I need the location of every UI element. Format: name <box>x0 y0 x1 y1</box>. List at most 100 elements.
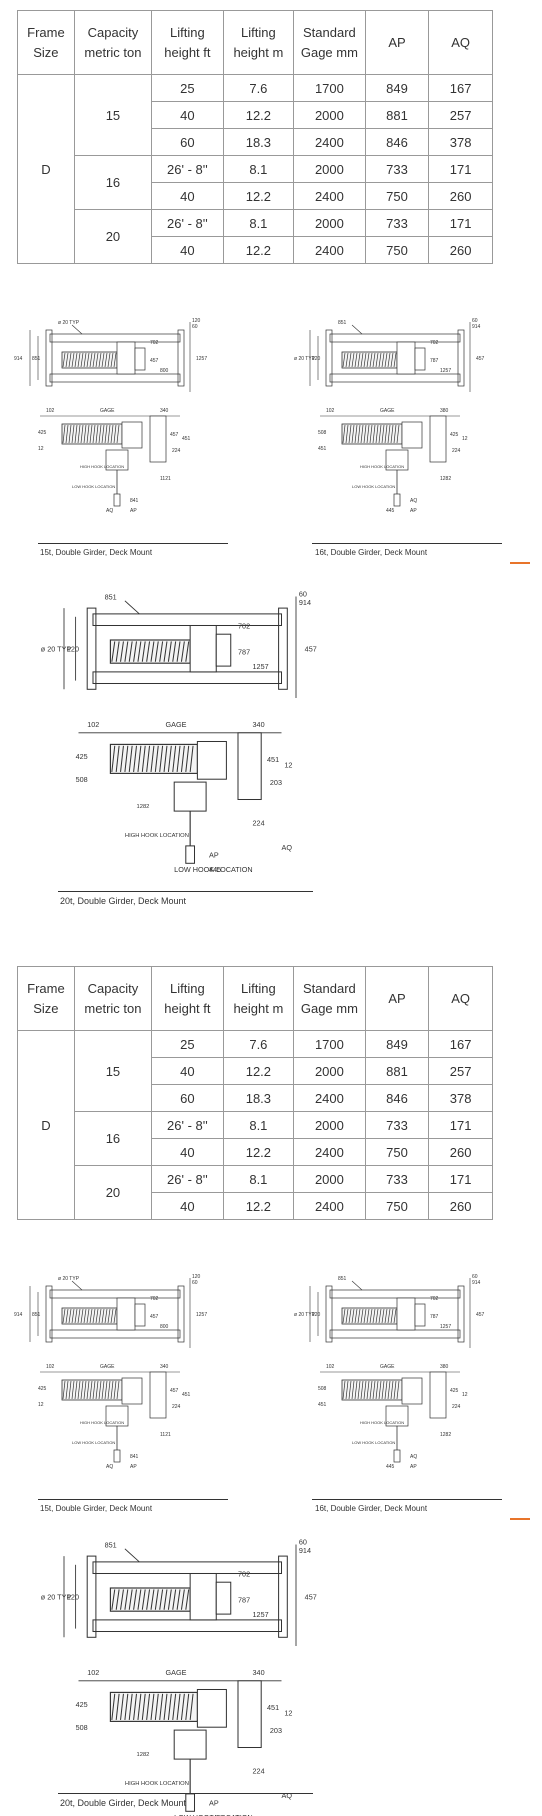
dimension-label: 451 <box>318 446 327 452</box>
dimension-label: 451 <box>267 755 279 764</box>
dimension-label: 12 <box>462 436 468 442</box>
drum-groove <box>141 1693 146 1721</box>
dimension-label: 12 <box>462 1392 468 1398</box>
cell: 260 <box>428 1138 493 1166</box>
drum-groove <box>137 745 142 773</box>
dimension-label: 203 <box>270 1726 282 1735</box>
drum-groove <box>363 352 367 368</box>
dimension-label: ø 20 TYP <box>41 645 72 654</box>
drum-groove <box>351 424 355 444</box>
dimension-label: LOW HOOK LOCATION <box>72 484 115 489</box>
drum-groove <box>390 1308 394 1324</box>
dimension-label: 451 <box>182 436 191 442</box>
capacity-cell: 16 <box>73 1111 153 1166</box>
drum-groove <box>137 1589 142 1610</box>
cell: 750 <box>364 1138 430 1166</box>
drum-groove <box>83 424 87 444</box>
cell: 2400 <box>293 1192 366 1220</box>
dimension-label: 224 <box>452 448 461 454</box>
drum-groove <box>154 641 159 662</box>
drum-groove <box>89 352 93 368</box>
motor <box>414 1303 426 1327</box>
dimension-label: 12 <box>38 1402 44 1408</box>
drum-groove <box>116 424 120 444</box>
drum-groove <box>71 1308 75 1324</box>
drum-groove <box>378 424 382 444</box>
dimension-label: 120 <box>192 318 201 324</box>
caption-15t: 15t, Double Girder, Deck Mount <box>40 548 153 557</box>
drum-groove <box>150 641 155 662</box>
drum-groove <box>141 641 146 662</box>
drum-groove <box>342 1380 346 1400</box>
header-lifting-height-ft: Lifting height ft <box>151 10 224 75</box>
cell: 849 <box>364 74 430 102</box>
drum-groove <box>375 1380 379 1400</box>
drum-groove <box>375 424 379 444</box>
end-plate-left <box>86 1555 97 1638</box>
dimension-label: LOW HOOK LOCATION <box>174 1813 252 1816</box>
hook <box>113 493 121 507</box>
drum-groove <box>345 1380 349 1400</box>
dimension-label: 425 <box>76 1700 88 1709</box>
leader-line <box>351 324 363 335</box>
table-row: 16 26' - 8'' 8.1 2000 733 171 <box>18 1111 493 1166</box>
dimension-label: 702 <box>150 340 159 346</box>
end-plate-left <box>325 329 333 387</box>
cell: 8.1 <box>222 155 295 183</box>
dimension-label: 1282 <box>440 1432 451 1438</box>
cell: 60 <box>151 1084 224 1112</box>
table-row: 60 18.3 2400 846 378 <box>18 128 493 156</box>
dimension-label: 702 <box>430 340 439 346</box>
drum-groove <box>107 1308 111 1324</box>
drum-groove <box>146 745 151 773</box>
drum-groove <box>150 1693 155 1721</box>
drum-groove <box>390 424 394 444</box>
drum-groove <box>387 1380 391 1400</box>
drum-groove <box>71 1380 75 1400</box>
drum-groove <box>71 424 75 444</box>
drum-groove <box>360 352 364 368</box>
cell: 7.6 <box>222 1030 295 1058</box>
dimension-label: 120 <box>192 1274 201 1280</box>
drum-groove <box>176 641 181 662</box>
cell: 750 <box>364 1192 430 1220</box>
dimension-label: AQ <box>410 1454 417 1460</box>
dimension-label: 841 <box>130 1454 139 1460</box>
cell: 1700 <box>293 74 366 102</box>
drum-groove <box>176 745 181 773</box>
drum-groove <box>89 424 93 444</box>
capacity-cell: 15 <box>73 74 153 156</box>
dimension-label: 1257 <box>440 1324 451 1330</box>
drum-groove <box>372 1308 376 1324</box>
table-row: 40 12.2 2400 750 260 <box>18 1138 493 1166</box>
dimension-label: 425 <box>38 1386 47 1392</box>
cell: 167 <box>428 74 493 102</box>
drum-groove <box>128 1693 133 1721</box>
dimension-label: 120 <box>67 1593 79 1602</box>
cell: 171 <box>428 209 493 237</box>
drum-groove <box>163 1693 168 1721</box>
cell: 378 <box>428 1084 493 1112</box>
drum-groove <box>390 352 394 368</box>
cell: 260 <box>428 182 493 210</box>
drum-groove <box>387 1308 391 1324</box>
gearbox-side <box>121 421 143 449</box>
girder-bottom <box>49 373 181 383</box>
cell: 2400 <box>293 1084 366 1112</box>
dimension-label: 1121 <box>160 1432 171 1438</box>
cell: 733 <box>364 209 430 237</box>
dimension-label: 340 <box>160 1364 169 1370</box>
dimension-label: 340 <box>252 1668 264 1677</box>
dimension-label: 203 <box>270 778 282 787</box>
drum-groove <box>348 1380 352 1400</box>
dimension-label: 12 <box>284 1709 292 1718</box>
cell: 26' - 8'' <box>151 1111 224 1139</box>
drum-groove <box>154 1693 159 1721</box>
drum-groove <box>141 1589 146 1610</box>
header-capacity: Capacity metric ton <box>73 10 153 75</box>
